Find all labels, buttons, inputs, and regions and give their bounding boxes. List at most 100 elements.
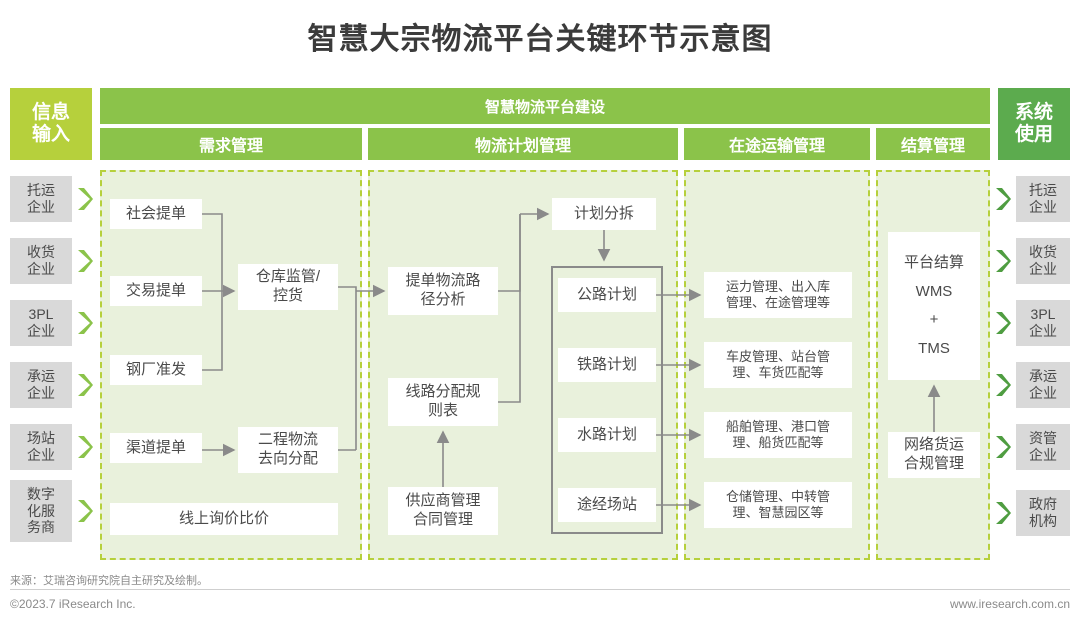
node-transit-3-line-0: 仓储管理、中转管 [725,488,830,504]
left-entity-3[interactable]: 承运 企业 [10,362,72,408]
right-entity-5-line-1: 机构 [1029,513,1057,529]
left-entity-0[interactable]: 托运 企业 [10,176,72,222]
node-transit-3[interactable]: 仓储管理、中转管 理、智慧园区等 [704,482,852,528]
node-transit-1-line-1: 理、车货匹配等 [732,365,824,380]
left-entity-1-line-0: 收货 [27,244,55,261]
node-plan-water[interactable]: 水路计划 [558,418,656,452]
node-online-quote[interactable]: 线上询价比价 [110,503,338,535]
right-entity-2-line-0: 3PL [1030,306,1056,323]
right-entity-1-line-0: 收货 [1029,244,1057,261]
header-left-line-2: 输入 [31,124,70,145]
node-route-analysis-line-1: 径分析 [420,291,466,308]
node-platform-settlement[interactable]: 平台结算 WMS + TMS [888,232,980,380]
left-entity-2[interactable]: 3PL 企业 [10,300,72,346]
right-entity-4[interactable]: 资管 企业 [1016,424,1070,470]
node-plan-rail[interactable]: 铁路计划 [558,348,656,382]
node-transit-1[interactable]: 车皮管理、站台管 理、车货匹配等 [704,342,852,388]
node-compliance-line-1: 合规管理 [903,455,964,472]
node-platform-settlement-wms: WMS [915,282,953,300]
right-entity-5-line-0: 政府 [1029,496,1057,513]
right-entity-3-line-1: 企业 [1029,385,1057,401]
node-social-order[interactable]: 社会提单 [110,199,202,229]
node-second-leg-allocation[interactable]: 二程物流 去向分配 [238,427,338,473]
header-left-line-1: 信息 [31,101,70,123]
left-entity-4-line-0: 场站 [27,430,55,447]
left-entity-5[interactable]: 数字 化服 务商 [10,480,72,542]
left-entity-1[interactable]: 收货 企业 [10,238,72,284]
left-entity-4-line-1: 企业 [27,447,55,463]
column-header-settle: 结算管理 [876,128,990,160]
right-chevron-icon-5 [996,502,1011,524]
node-mill-release[interactable]: 钢厂准发 [110,355,202,385]
node-route-analysis[interactable]: 提单物流路 径分析 [388,267,498,315]
header-right-line-2: 使用 [1014,124,1053,145]
left-chevron-icon-1 [78,250,93,272]
node-plan-station[interactable]: 途经场站 [558,488,656,522]
left-chevron-icon-4 [78,436,93,458]
node-channel-order[interactable]: 渠道提单 [110,433,202,463]
header-right-block: 系统 使用 [998,88,1070,160]
node-warehouse-control[interactable]: 仓库监管/ 控货 [238,264,338,310]
left-entity-3-line-0: 承运 [27,368,55,385]
node-plan-split[interactable]: 计划分拆 [552,198,656,230]
right-entity-2[interactable]: 3PL 企业 [1016,300,1070,346]
source-note: 来源：艾瑞咨询研究院自主研究及绘制。 [10,575,208,587]
node-second-leg-line-0: 二程物流 [257,431,318,449]
left-entity-3-line-1: 企业 [27,385,55,401]
footer-divider [10,589,1070,590]
node-plan-road[interactable]: 公路计划 [558,278,656,312]
node-supplier-contract-line-0: 供应商管理 [405,492,481,510]
left-entity-5-line-1: 化服 [27,502,55,519]
left-entity-5-line-0: 数字 [27,485,55,502]
right-chevron-icon-2 [996,312,1011,334]
right-entity-3-line-0: 承运 [1029,368,1057,385]
node-transit-3-line-1: 理、智慧园区等 [732,505,824,520]
header-right-line-1: 系统 [1014,101,1053,123]
node-rule-table-line-0: 线路分配规 [405,383,481,401]
node-network-freight-compliance[interactable]: 网络货运 合规管理 [888,432,980,478]
right-chevron-icon-1 [996,250,1011,272]
column-header-transit: 在途运输管理 [684,128,870,160]
right-entity-5[interactable]: 政府 机构 [1016,490,1070,536]
node-warehouse-control-line-1: 控货 [272,287,303,304]
node-transit-2-line-0: 船舶管理、港口管 [725,418,830,434]
node-platform-settlement-tms: TMS [918,339,950,357]
right-entity-4-line-1: 企业 [1029,447,1057,463]
plan-group-outline [551,266,663,534]
node-transit-2[interactable]: 船舶管理、港口管 理、船货匹配等 [704,412,852,458]
right-entity-2-line-1: 企业 [1029,323,1057,339]
left-chevron-icon-2 [78,312,93,334]
left-entity-4[interactable]: 场站 企业 [10,424,72,470]
left-entity-5-line-2: 务商 [27,519,55,536]
node-platform-settlement-title: 平台结算 [903,254,964,271]
node-rule-table[interactable]: 线路分配规 则表 [388,378,498,426]
node-supplier-contract[interactable]: 供应商管理 合同管理 [388,487,498,535]
left-chevron-icon-3 [78,374,93,396]
node-rule-table-line-1: 则表 [427,402,458,419]
node-transit-0[interactable]: 运力管理、出入库 管理、在途管理等 [704,272,852,318]
node-transit-0-line-0: 运力管理、出入库 [725,278,830,294]
node-supplier-contract-line-1: 合同管理 [412,511,473,528]
right-entity-1[interactable]: 收货 企业 [1016,238,1070,284]
node-route-analysis-line-0: 提单物流路 [405,272,481,290]
node-transit-1-line-0: 车皮管理、站台管 [725,348,830,364]
column-header-plan: 物流计划管理 [368,128,678,160]
node-platform-settlement-plus: + [929,311,939,328]
right-chevron-icon-4 [996,436,1011,458]
node-transit-2-line-1: 理、船货匹配等 [732,435,824,450]
node-second-leg-line-1: 去向分配 [257,450,318,467]
column-header-demand: 需求管理 [100,128,362,160]
node-trade-order[interactable]: 交易提单 [110,276,202,306]
header-left-block: 信息 输入 [10,88,92,160]
right-chevron-icon-3 [996,374,1011,396]
website-url: www.iresearch.com.cn [949,597,1070,611]
left-entity-2-line-1: 企业 [27,323,55,339]
right-entity-3[interactable]: 承运 企业 [1016,362,1070,408]
left-chevron-icon-0 [78,188,93,210]
right-entity-0[interactable]: 托运 企业 [1016,176,1070,222]
left-entity-2-line-0: 3PL [28,306,54,323]
right-entity-4-line-0: 资管 [1029,430,1057,447]
node-transit-0-line-1: 管理、在途管理等 [725,295,830,310]
left-entity-0-line-0: 托运 [27,182,55,199]
